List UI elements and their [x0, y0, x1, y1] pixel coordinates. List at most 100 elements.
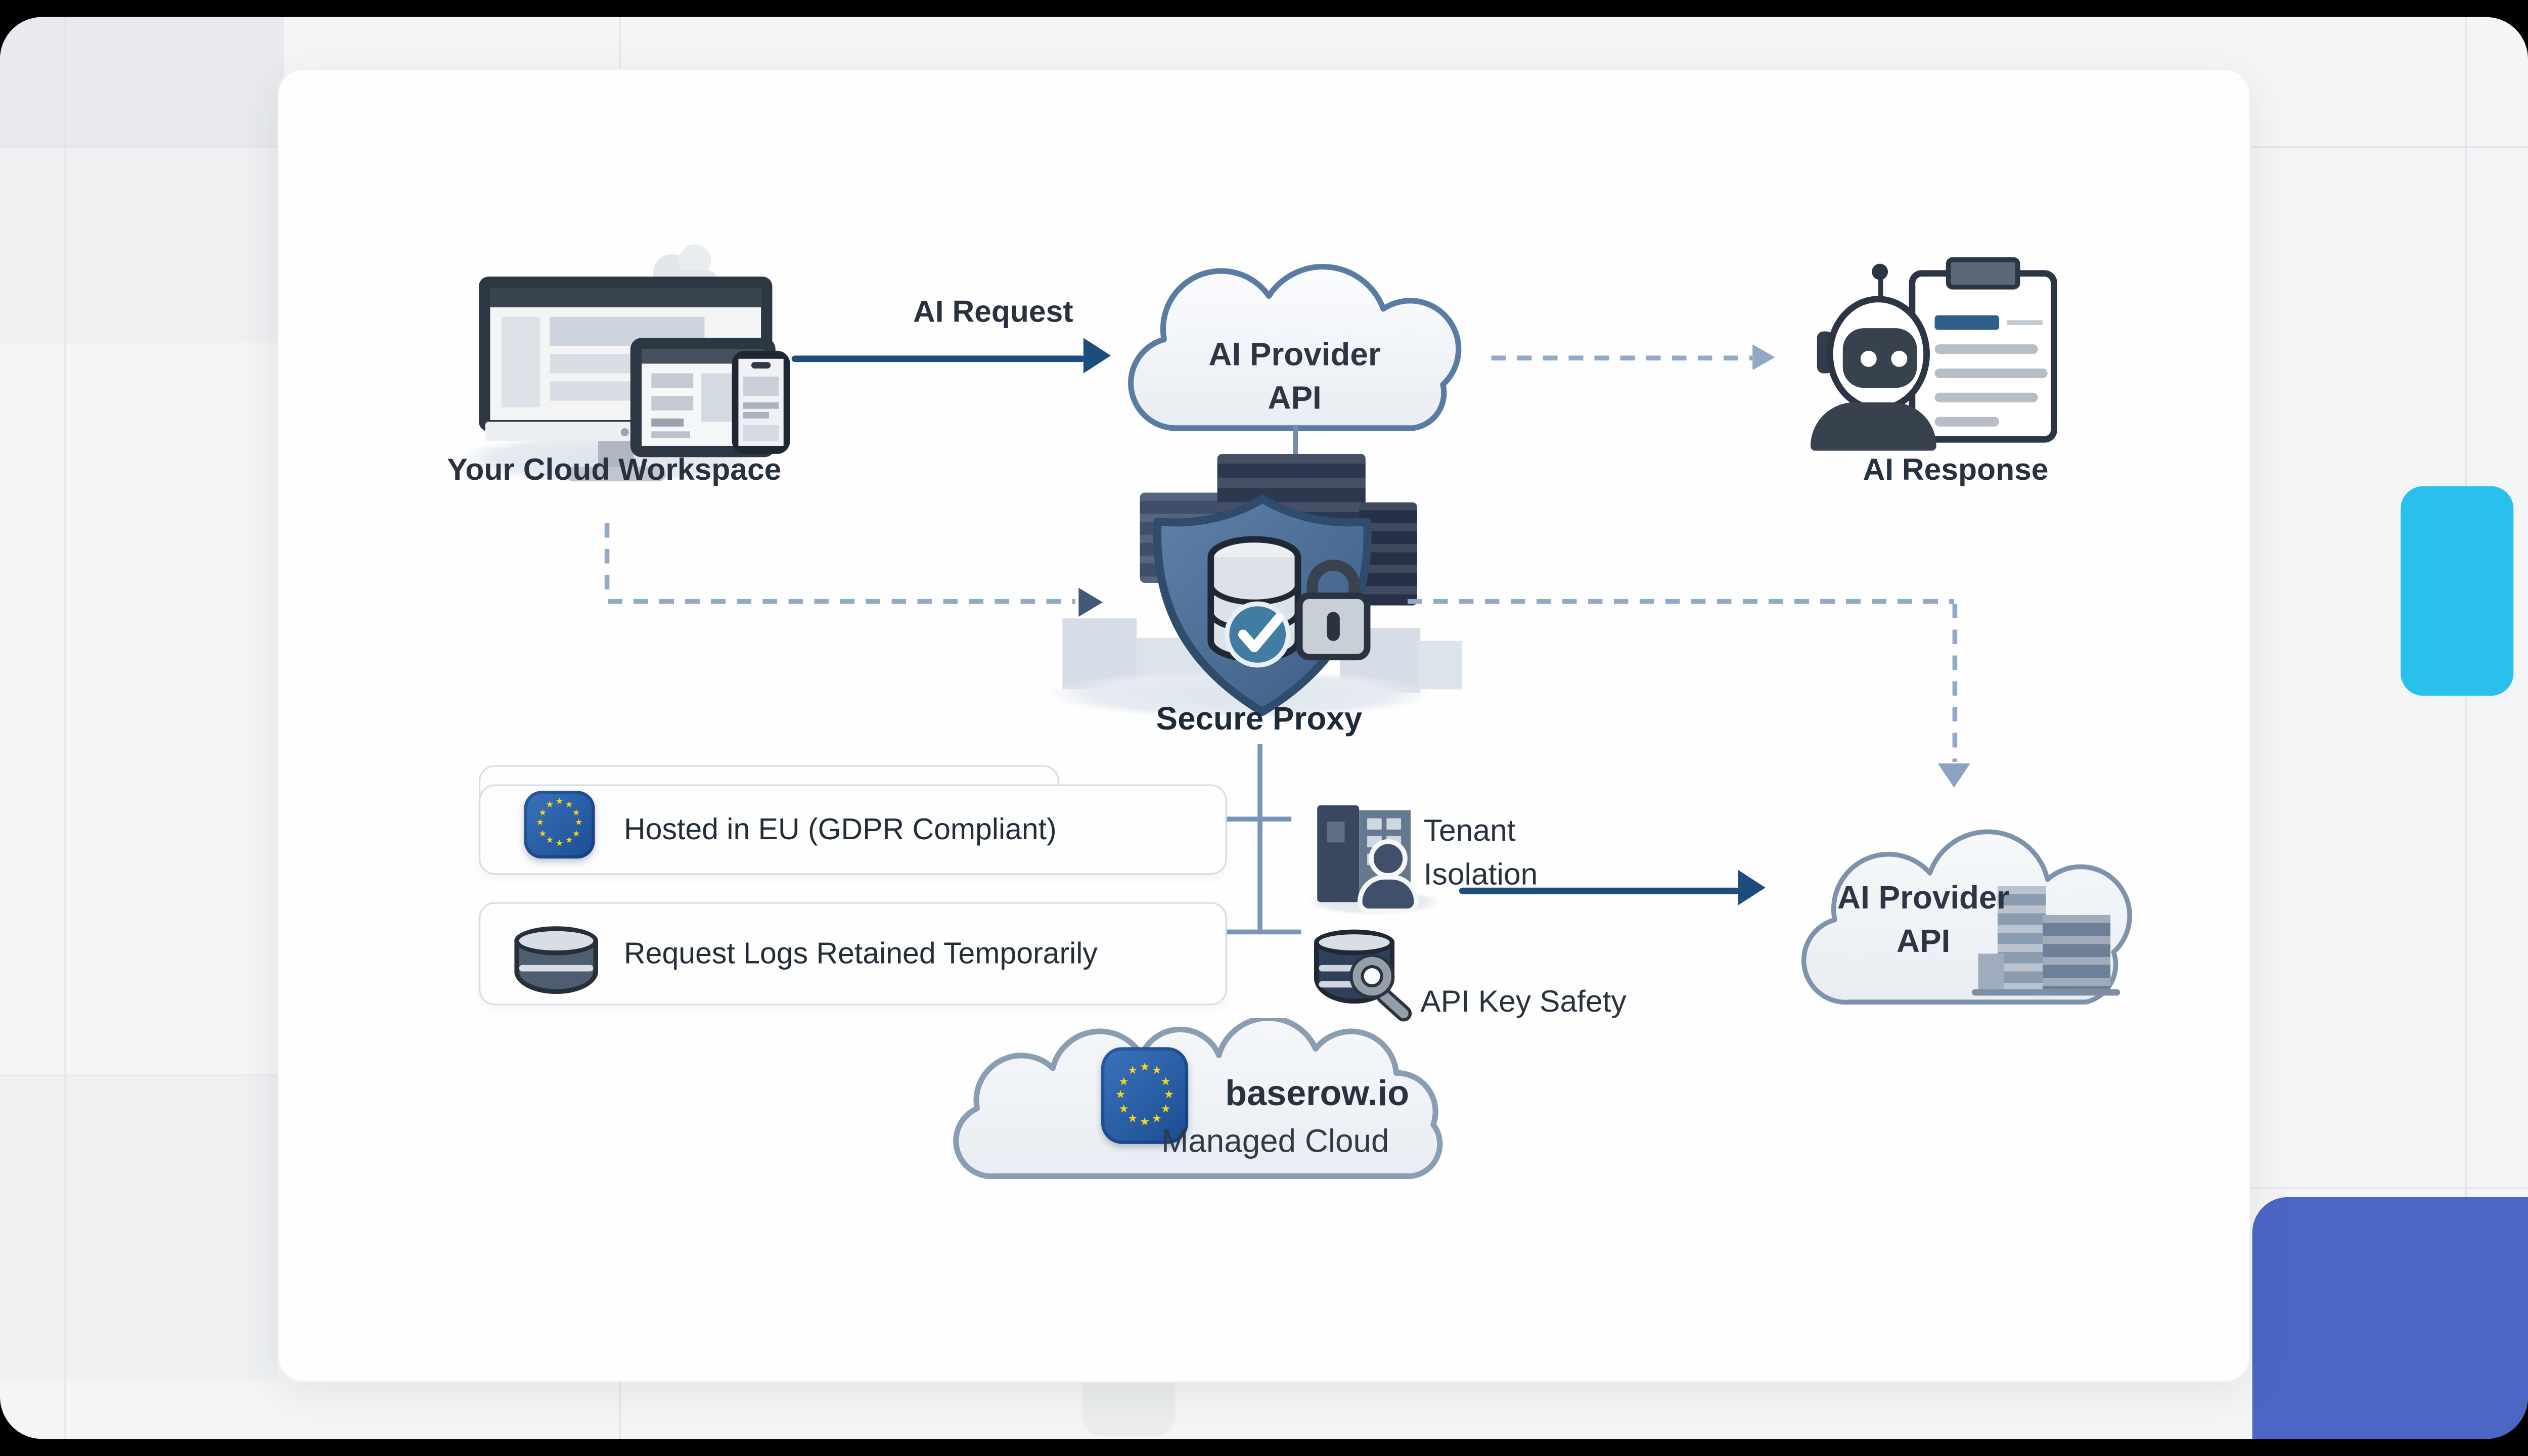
robot-body	[1810, 402, 1936, 451]
eu-star: ★	[546, 800, 554, 810]
clipboard-line	[2007, 320, 2043, 325]
bypass-dashed-vline	[1952, 604, 1958, 762]
building-silhouette	[1417, 641, 1463, 690]
bg-block-left-mid	[0, 1074, 278, 1381]
bypass-dashed-left	[608, 599, 1075, 604]
eu-star: ★	[572, 829, 580, 839]
bypass-arrowhead-icon	[1078, 587, 1103, 617]
provider-cloud-top-line2: API	[1268, 381, 1322, 417]
building-window	[1367, 818, 1382, 830]
eu-star: ★	[1160, 1103, 1171, 1115]
eu-star: ★	[1115, 1089, 1126, 1102]
eu-star: ★	[555, 797, 564, 808]
clipboard-line-accent	[1934, 315, 2000, 330]
eu-star: ★	[1118, 1076, 1129, 1088]
eu-star: ★	[565, 800, 573, 810]
datacenter-ground	[1971, 989, 2120, 996]
eu-star: ★	[1127, 1113, 1138, 1125]
clipboard-line	[1934, 417, 2000, 427]
check-icon	[1238, 613, 1284, 653]
eu-star: ★	[1163, 1089, 1174, 1102]
datacenter-icon	[1971, 883, 2127, 999]
diagram-card: Your Cloud Workspace AI Request AI Provi…	[277, 68, 2251, 1383]
tablet-bar	[651, 396, 694, 411]
eu-flag-icon: ★★★★★★★★★★★★	[524, 791, 595, 859]
clipboard-line	[1934, 368, 2048, 379]
db-band	[519, 965, 594, 972]
bg-grid-vline-1	[64, 17, 66, 1439]
phone-block	[743, 376, 779, 396]
eu-star: ★	[536, 818, 545, 829]
response-label: AI Response	[1863, 453, 2049, 488]
bypass-arrowhead-down-icon	[1937, 763, 1970, 788]
robot-antenna-ball	[1872, 263, 1888, 280]
phone-block	[743, 425, 779, 441]
eu-star: ★	[572, 808, 580, 818]
person-head-icon	[1369, 839, 1408, 878]
phone-bar	[743, 402, 779, 409]
proxy-branch-stub1	[1227, 816, 1292, 821]
phone-bar	[743, 412, 770, 419]
check-badge	[1224, 601, 1291, 668]
provider-arrow-line	[1459, 887, 1740, 894]
feature-eu-label: Hosted in EU (GDPR Compliant)	[624, 811, 1057, 846]
api-key-safety-icon	[1314, 929, 1427, 1025]
eu-star: ★	[1140, 1062, 1150, 1074]
db-top	[1314, 929, 1395, 956]
phone-notch	[751, 362, 771, 369]
monitor-chin-dot	[620, 428, 629, 436]
phone-icon	[732, 350, 790, 454]
clipboard-clip	[1946, 257, 2020, 290]
accent-cyan-shape	[2401, 486, 2514, 696]
provider-cloud-top-icon	[1128, 264, 1462, 431]
robot-icon	[1808, 257, 1985, 451]
datacenter-building	[2043, 915, 2111, 989]
managed-cloud-icon	[953, 1018, 1443, 1179]
tablet-bar	[651, 418, 684, 427]
eu-star: ★	[555, 839, 564, 849]
provider-cloud-right-line2: API	[1897, 925, 1951, 961]
datacenter-building	[1978, 953, 2004, 989]
robot-antenna	[1878, 277, 1883, 303]
tenant-label-line1: Tenant	[1423, 815, 1516, 849]
monitor-stand-neck	[598, 441, 634, 470]
server-tower-icon	[1317, 805, 1360, 902]
tenant-isolation-icon	[1304, 799, 1450, 918]
provider-arrowhead-icon	[1738, 870, 1766, 905]
monitor-stand-base	[566, 467, 666, 482]
tenant-label-line2: Isolation	[1423, 858, 1538, 893]
desktop-screen: Your Cloud Workspace AI Request AI Provi…	[0, 17, 2528, 1439]
eu-star: ★	[1127, 1066, 1138, 1078]
tablet-bar	[651, 431, 690, 438]
provider-cloud-top-line1: AI Provider	[1208, 338, 1381, 374]
lock-shackle	[1306, 559, 1360, 599]
db-top	[514, 926, 599, 956]
api-key-label: API Key Safety	[1420, 986, 1627, 1020]
feature-logs-label: Request Logs Retained Temporarily	[624, 936, 1098, 970]
phone-screen	[738, 358, 784, 446]
proxy-branch-stub2	[1227, 929, 1301, 934]
eu-star: ★	[1160, 1076, 1171, 1088]
workspace-label: Your Cloud Workspace	[447, 453, 782, 488]
secure-proxy-shield-icon	[1153, 495, 1372, 716]
eu-star: ★	[565, 837, 573, 847]
managed-cloud-label: Managed Cloud	[1161, 1124, 1389, 1160]
request-arrow-label: AI Request	[913, 296, 1073, 330]
feature-box-logs	[479, 902, 1227, 1006]
proxy-branch-vline	[1257, 744, 1262, 935]
monitor-block	[550, 381, 647, 401]
bg-grid-vline-3	[2465, 17, 2467, 1439]
dock-tab-shape	[1081, 1381, 1176, 1436]
clipboard-line	[1934, 344, 2038, 354]
clipboard-icon	[1909, 257, 2057, 443]
eu-star: ★	[538, 808, 547, 818]
eu-star: ★	[538, 829, 547, 839]
bg-grid-hline-3	[2250, 1187, 2528, 1189]
feature-box-eu	[479, 784, 1227, 875]
datacenter-building	[1997, 886, 2046, 989]
eu-star: ★	[546, 837, 554, 847]
server-rack-icon	[1359, 502, 1417, 606]
bg-block-topleft	[0, 17, 284, 146]
accent-indigo-shape	[2252, 1197, 2528, 1439]
